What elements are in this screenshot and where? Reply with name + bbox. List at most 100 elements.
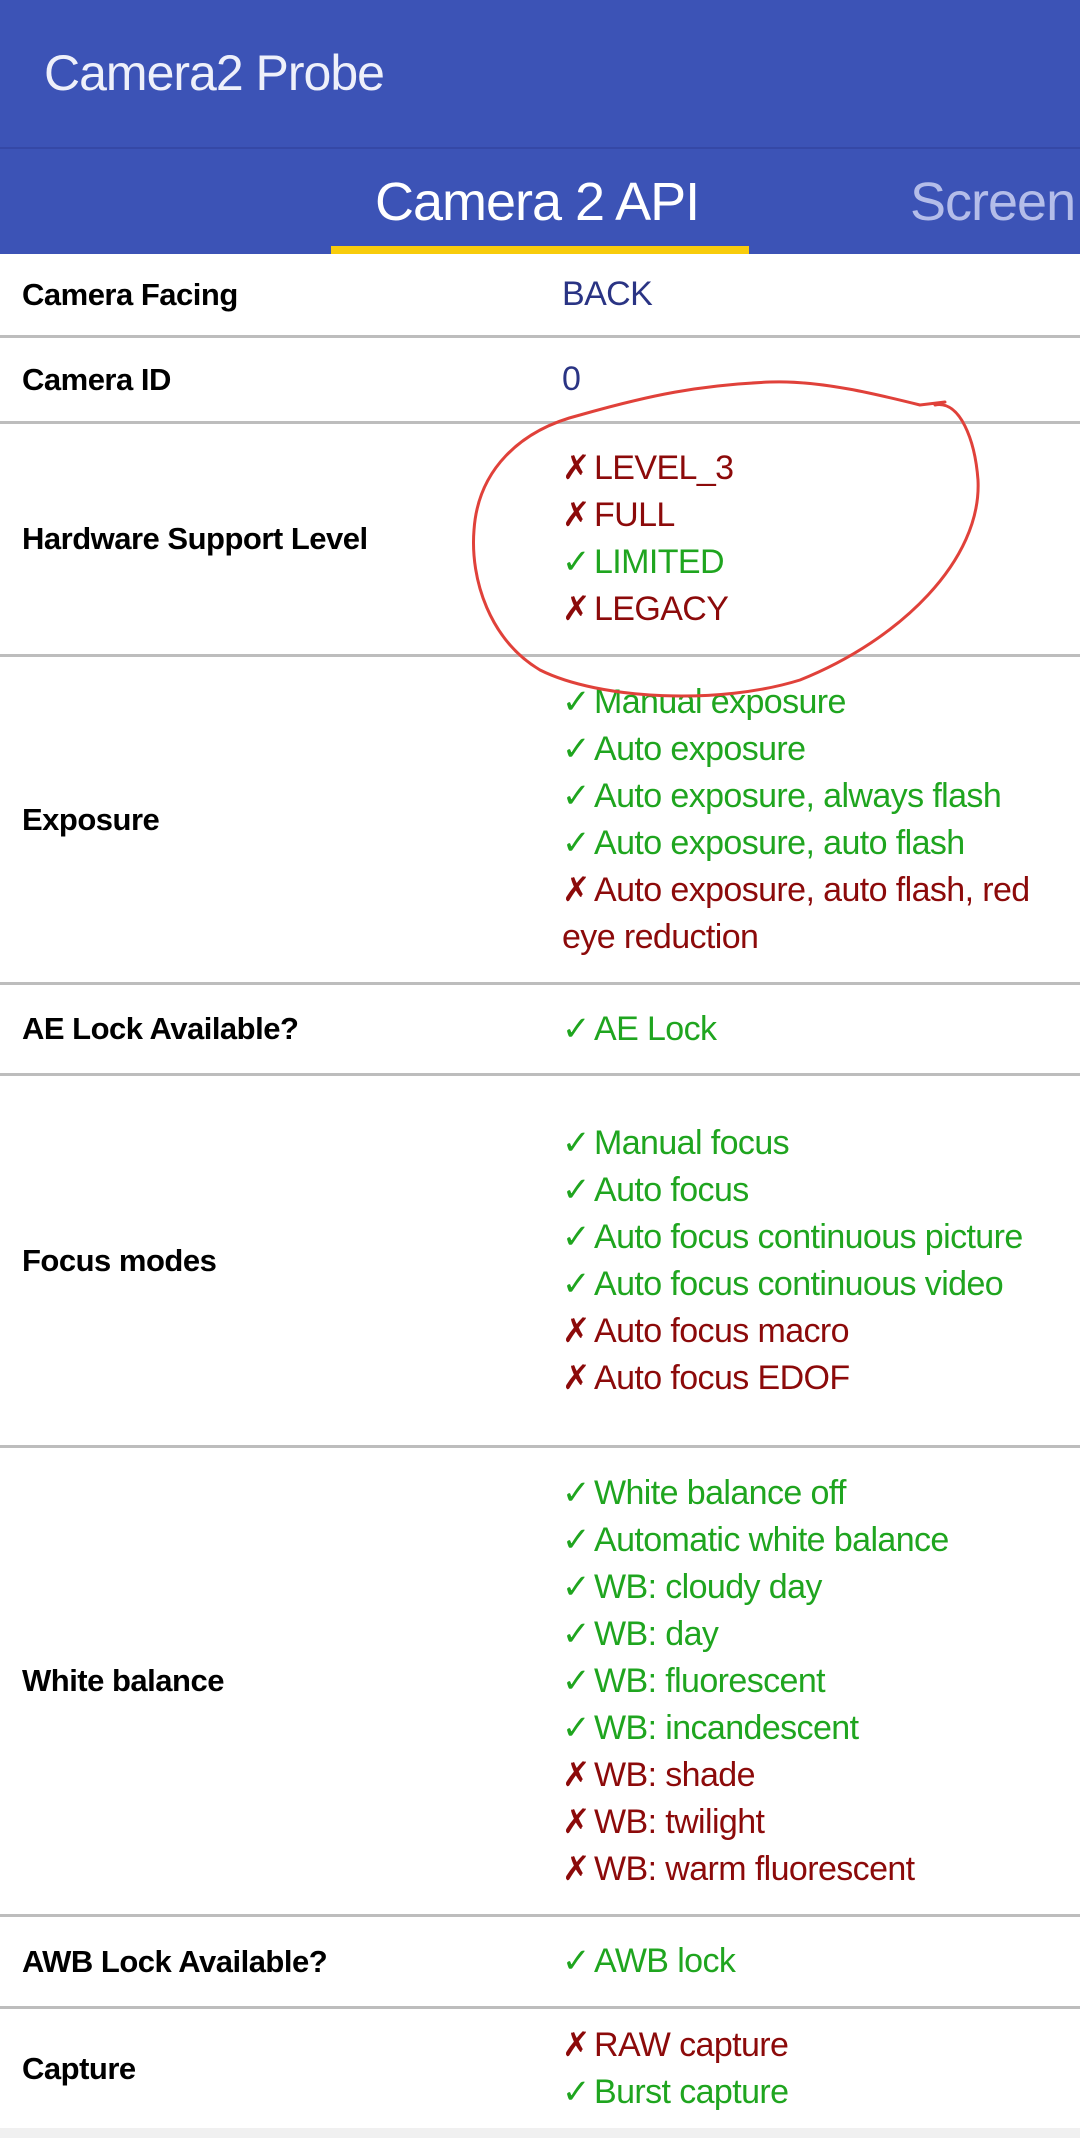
check-icon: ✓ [562, 1708, 590, 1747]
row-values: ✗LEVEL_3✗FULL✓LIMITED✗LEGACY [562, 445, 1072, 633]
check-icon: ✓ [562, 1170, 590, 1209]
value-item: ✓WB: day [562, 1611, 1072, 1658]
value-item: ✓Auto exposure [562, 726, 1072, 773]
row-label: Hardware Support Level [22, 521, 368, 556]
value-item: ✓Auto exposure, always flash [562, 773, 1072, 820]
value-item: ✓White balance off [562, 1470, 1072, 1517]
check-icon: ✓ [562, 1661, 590, 1700]
cross-icon: ✗ [562, 1802, 590, 1841]
check-icon: ✓ [562, 2072, 590, 2111]
value-item: ✓Auto focus continuous video [562, 1261, 1072, 1308]
value-text: WB: incandescent [594, 1708, 859, 1747]
app-bar: Camera2 Probe [0, 0, 1080, 147]
value-text: Automatic white balance [594, 1520, 949, 1559]
value-text: WB: fluorescent [594, 1661, 826, 1700]
value-item: ✓WB: cloudy day [562, 1564, 1072, 1611]
value-text: Auto exposure, auto flash, red eye reduc… [562, 870, 1030, 956]
value-item: ✓WB: fluorescent [562, 1658, 1072, 1705]
check-icon: ✓ [562, 1942, 590, 1980]
value-text: WB: twilight [594, 1802, 765, 1841]
check-icon: ✓ [562, 1614, 590, 1653]
value-item: ✗Auto focus macro [562, 1308, 1072, 1355]
value-item: ✗WB: warm fluorescent [562, 1846, 1072, 1893]
cross-icon: ✗ [562, 449, 590, 487]
footer-strip [0, 2128, 1080, 2138]
cross-icon: ✗ [562, 1358, 590, 1397]
value-item: ✗Auto focus EDOF [562, 1355, 1072, 1402]
value-text: Burst capture [594, 2072, 789, 2111]
value-item: ✓Manual focus [562, 1120, 1072, 1167]
value-text: AE Lock [594, 1009, 717, 1048]
check-icon: ✓ [562, 823, 590, 862]
check-icon: ✓ [562, 543, 590, 581]
value-text: BACK [562, 275, 653, 313]
check-icon: ✓ [562, 1264, 590, 1303]
tab-screen[interactable]: Screen [910, 172, 1076, 232]
row-values: ✓White balance off✓Automatic white balan… [562, 1470, 1072, 1893]
value-item: BACK [562, 271, 1072, 318]
value-text: WB: cloudy day [594, 1567, 822, 1606]
value-item: ✓Automatic white balance [562, 1517, 1072, 1564]
value-item: ✗WB: shade [562, 1752, 1072, 1799]
check-icon: ✓ [562, 776, 590, 815]
row-values: ✓AWB lock [562, 1938, 1072, 1985]
value-text: Auto focus continuous video [594, 1264, 1004, 1303]
cross-icon: ✗ [562, 1311, 590, 1350]
value-item: 0 [562, 356, 1072, 403]
value-text: Auto focus [594, 1170, 749, 1209]
row-values: ✗RAW capture✓Burst capture [562, 2022, 1072, 2116]
value-item: ✓LIMITED [562, 539, 1072, 586]
row-values: ✓AE Lock [562, 1006, 1072, 1053]
value-text: WB: warm fluorescent [594, 1849, 915, 1888]
value-text: Auto focus EDOF [594, 1358, 850, 1397]
value-item: ✗Auto exposure, auto flash, red eye redu… [562, 867, 1072, 961]
value-item: ✗RAW capture [562, 2022, 1072, 2069]
check-icon: ✓ [562, 1567, 590, 1606]
value-text: LIMITED [594, 543, 725, 581]
value-text: AWB lock [594, 1942, 736, 1980]
value-item: ✗LEGACY [562, 586, 1072, 633]
table-row: AWB Lock Available?✓AWB lock [0, 1917, 1080, 2009]
cross-icon: ✗ [562, 870, 590, 909]
app-title: Camera2 Probe [44, 45, 385, 101]
check-icon: ✓ [562, 1217, 590, 1256]
table-row: Capture ✗RAW capture✓Burst capture [0, 2009, 1080, 2128]
value-text: 0 [562, 360, 581, 398]
value-item: ✓AE Lock [562, 1006, 1072, 1053]
row-label: Capture [22, 2050, 136, 2086]
row-label: Focus modes [22, 1242, 217, 1278]
value-item: ✓Burst capture [562, 2069, 1072, 2116]
check-icon: ✓ [562, 682, 590, 721]
row-label: AE Lock Available? [22, 1011, 299, 1046]
cross-icon: ✗ [562, 496, 590, 534]
value-item: ✓Auto focus continuous picture [562, 1214, 1072, 1261]
row-values: ✓Manual focus✓Auto focus✓Auto focus cont… [562, 1120, 1072, 1402]
cross-icon: ✗ [562, 1755, 590, 1794]
value-text: WB: shade [594, 1755, 756, 1794]
value-text: Manual focus [594, 1123, 790, 1162]
value-item: ✓Auto exposure, auto flash [562, 820, 1072, 867]
cross-icon: ✗ [562, 590, 590, 628]
check-icon: ✓ [562, 1473, 590, 1512]
value-text: Auto focus macro [594, 1311, 850, 1350]
value-text: LEGACY [594, 590, 729, 628]
row-label: Camera ID [22, 361, 171, 397]
check-icon: ✓ [562, 1009, 590, 1048]
value-item: ✓WB: incandescent [562, 1705, 1072, 1752]
tab-camera2-api[interactable]: Camera 2 API [375, 172, 700, 232]
value-text: FULL [594, 496, 675, 534]
tab-bar: Camera 2 API Screen [0, 147, 1080, 254]
row-values: BACK [562, 271, 1072, 318]
table-row: Focus modes✓Manual focus✓Auto focus✓Auto… [0, 1076, 1080, 1448]
check-icon: ✓ [562, 1123, 590, 1162]
row-values: ✓Manual exposure✓Auto exposure✓Auto expo… [562, 679, 1072, 961]
cross-icon: ✗ [562, 2025, 590, 2064]
value-item: ✓AWB lock [562, 1938, 1072, 1985]
table-row: Exposure✓Manual exposure✓Auto exposure✓A… [0, 657, 1080, 985]
check-icon: ✓ [562, 1520, 590, 1559]
table-row: Camera ID 0 [0, 338, 1080, 424]
value-text: LEVEL_3 [594, 449, 734, 487]
check-icon: ✓ [562, 729, 590, 768]
table-row: White balance✓White balance off✓Automati… [0, 1448, 1080, 1917]
